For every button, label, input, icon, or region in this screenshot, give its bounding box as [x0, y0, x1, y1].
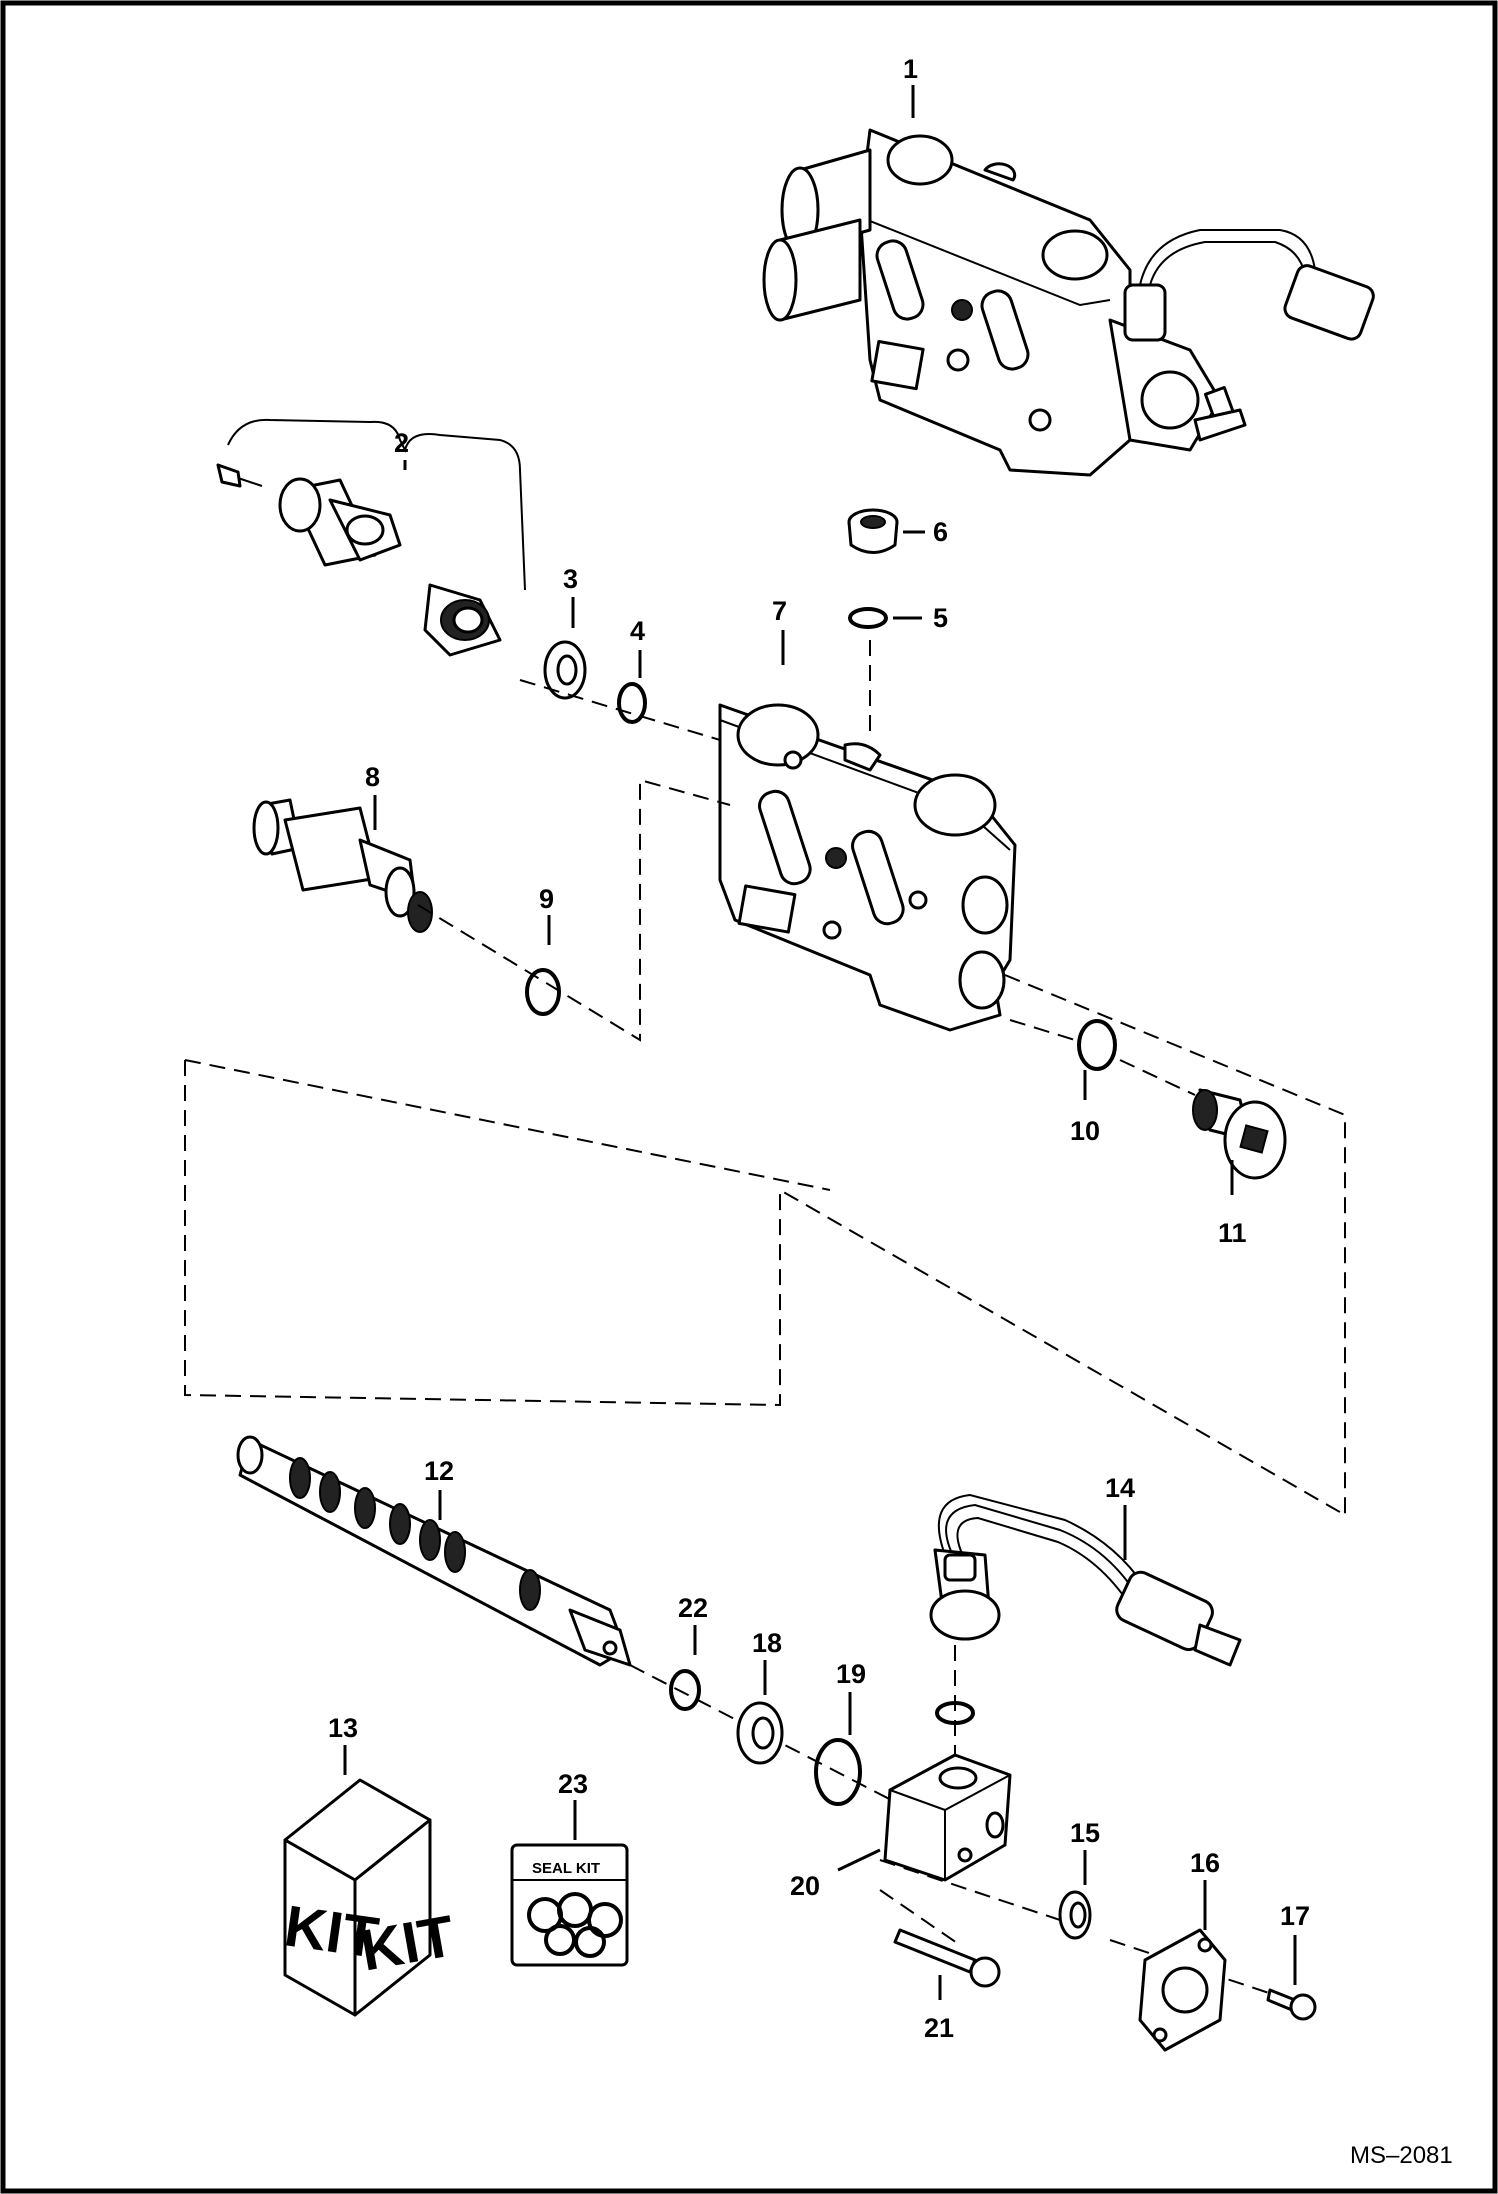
- callout-17: 17: [1280, 1901, 1310, 1931]
- callout-14: 14: [1105, 1473, 1135, 1503]
- callout-2: 2: [394, 428, 409, 458]
- callout-4: 4: [630, 616, 645, 646]
- part-13-kit-box: KIT KIT: [281, 1778, 459, 2017]
- assembly-lines: [184, 640, 1346, 2001]
- part-14-sensor-harness: [929, 1493, 1242, 1667]
- part-9-o-ring: [525, 968, 561, 1016]
- callout-9: 9: [539, 884, 554, 914]
- part-2-relief-cartridge: [216, 463, 502, 657]
- part-15-washer-hole: [1069, 1901, 1087, 1929]
- callout-15: 15: [1070, 1818, 1100, 1848]
- callout-22: 22: [678, 1593, 708, 1623]
- callout-3: 3: [563, 564, 578, 594]
- callout-23: 23: [558, 1769, 588, 1799]
- callout-13: 13: [328, 1713, 358, 1743]
- part-12-spool: [236, 1435, 632, 1667]
- callout-20: 20: [790, 1871, 820, 1901]
- seal-kit-label: SEAL KIT: [532, 1860, 600, 1877]
- callout-1: 1: [903, 54, 918, 84]
- part-7-valve-body: [718, 703, 1017, 1032]
- callout-19: 19: [836, 1659, 866, 1689]
- part-6-plug: [847, 508, 899, 554]
- callout-10: 10: [1070, 1116, 1100, 1146]
- leader-20: [837, 1848, 881, 1872]
- part-23-seal-kit: SEAL KIT: [510, 1843, 629, 1967]
- part-20-end-cap: [883, 1753, 1012, 1882]
- callout-6: 6: [933, 517, 948, 547]
- part-21-screw: [893, 1928, 1001, 1988]
- part-1-valve-section-assembly: [762, 128, 1375, 477]
- callout-8: 8: [365, 762, 380, 792]
- part-16-cover-plate: [1138, 1928, 1227, 2052]
- callout-18: 18: [752, 1628, 782, 1658]
- part-3-washer-hole: [556, 654, 578, 686]
- callout-5: 5: [933, 603, 948, 633]
- callout-11: 11: [1218, 1218, 1247, 1248]
- part-5-o-ring: [848, 607, 888, 629]
- part-11-plug: [1192, 1088, 1287, 1180]
- kit-label-left: KIT: [281, 1893, 383, 1970]
- kit-label-right: KIT: [356, 1903, 459, 1983]
- bracket-2: [227, 418, 526, 591]
- callout-12: 12: [424, 1456, 454, 1486]
- part-18-washer-hole: [751, 1716, 775, 1750]
- drawing-reference: MS–2081: [1350, 2142, 1453, 2169]
- callout-16: 16: [1190, 1848, 1220, 1878]
- part-10-o-ring: [1077, 1019, 1117, 1071]
- part-8-relief-valve: [252, 798, 433, 933]
- callout-7: 7: [772, 596, 787, 626]
- sensor-o-ring: [935, 1701, 975, 1725]
- callout-21: 21: [924, 2013, 954, 2043]
- part-19-o-ring: [814, 1738, 862, 1806]
- part-17-screw: [1266, 1988, 1317, 2021]
- part-22-o-ring: [669, 1669, 701, 1711]
- part-4-o-ring: [617, 682, 647, 724]
